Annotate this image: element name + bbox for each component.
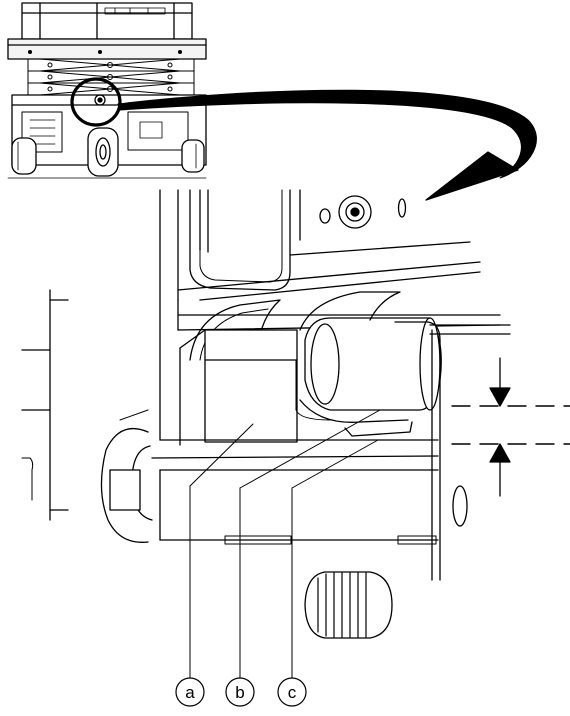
callout-a: a bbox=[175, 677, 205, 707]
detail-view bbox=[21, 189, 570, 679]
grip-knob bbox=[304, 571, 393, 639]
detail-highlight-circle bbox=[70, 77, 122, 127]
callout-c-label: c bbox=[288, 683, 297, 702]
pointer-arrow bbox=[117, 89, 537, 201]
callout-b: b bbox=[225, 677, 255, 707]
callout-b-label: b bbox=[235, 683, 244, 702]
leader-lines bbox=[189, 409, 381, 679]
callout-a-label: a bbox=[185, 683, 195, 702]
callout-c: c bbox=[277, 677, 307, 707]
machine-overview bbox=[7, 2, 207, 179]
gap-measurement bbox=[451, 357, 570, 497]
